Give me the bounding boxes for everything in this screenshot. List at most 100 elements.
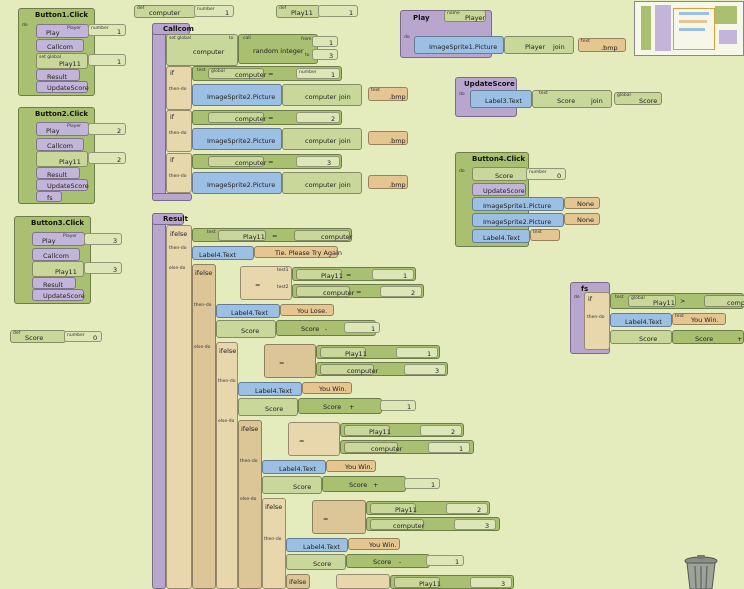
call-result[interactable]: Result — [36, 167, 80, 179]
number-block[interactable]: 1 — [312, 36, 338, 47]
number-block[interactable]: 1 — [344, 322, 380, 333]
global-play11[interactable]: Play11 — [320, 347, 367, 358]
plus-block[interactable]: Score + — [322, 476, 406, 492]
set-global-play11[interactable]: Play11 — [36, 151, 88, 167]
number-block[interactable]: 3 — [84, 233, 122, 245]
set-global-score[interactable]: Score — [610, 330, 672, 344]
join-block[interactable]: computer join — [282, 172, 362, 194]
number-block[interactable]: 3 — [470, 577, 512, 588]
global-computer[interactable]: computer — [294, 230, 352, 241]
workspace-minimap[interactable] — [634, 1, 744, 56]
and-block[interactable]: = — [264, 344, 316, 378]
text-you-win[interactable]: You Win. — [302, 382, 352, 394]
call-play[interactable]: Play Player — [36, 24, 89, 38]
number-block[interactable]: 2 — [296, 112, 340, 123]
arg-name[interactable]: name Player — [444, 10, 486, 22]
set-label4-text[interactable]: Label4.Text — [610, 313, 672, 327]
call-updatescore[interactable]: UpdateScore — [32, 289, 85, 301]
set-label4-text[interactable]: Label4.Text — [216, 304, 280, 318]
call-updatescore[interactable]: UpdateScore — [472, 183, 526, 196]
def-score[interactable]: def Score — [10, 330, 66, 343]
global-play11[interactable]: Play11 — [296, 269, 343, 280]
call-play[interactable]: Play Player — [36, 122, 89, 136]
number-block[interactable]: 2 — [88, 152, 126, 164]
if-block[interactable]: if then-do — [166, 66, 192, 110]
global-play11[interactable]: Play11 — [370, 503, 417, 514]
global-computer[interactable]: computer — [208, 112, 266, 123]
global-play11[interactable]: Play11 — [344, 425, 391, 436]
number-block[interactable]: number 0 — [526, 168, 566, 180]
set-imagesprite2-picture[interactable]: ImageSprite2.Picture — [192, 84, 282, 106]
ifelse-block[interactable]: ifelse then-do else-do — [238, 420, 262, 589]
set-global-score[interactable]: Score — [262, 476, 322, 494]
set-imagesprite1-picture[interactable]: ImageSprite1.Picture — [414, 36, 504, 54]
number-block[interactable]: number 0 — [64, 331, 102, 342]
ifelse-block[interactable]: ifelse then-do else-do — [216, 342, 238, 589]
plus-block[interactable]: Score + — [672, 330, 744, 344]
number-block[interactable]: 1 — [88, 54, 126, 66]
trash-icon[interactable] — [681, 555, 721, 589]
call-updatescore[interactable]: UpdateScore — [36, 179, 89, 191]
text-you-win[interactable]: You Win. — [326, 460, 376, 472]
number-block[interactable]: 1 — [404, 478, 440, 489]
global-play11[interactable]: global Play11 — [628, 295, 676, 307]
if-block[interactable]: if then-do — [166, 110, 192, 152]
join-block[interactable]: text Score join — [532, 90, 612, 108]
global-computer[interactable]: computer — [344, 442, 402, 453]
if-block[interactable]: if then-do — [584, 292, 610, 350]
if-block[interactable]: if then-do — [166, 153, 192, 193]
set-global-play11[interactable]: set global Play11 — [36, 53, 88, 69]
result-procedure[interactable] — [152, 213, 166, 589]
global-computer[interactable]: global computer — [208, 68, 266, 79]
number-block[interactable]: 2 — [420, 425, 462, 436]
set-label4-text[interactable]: Label4.Text — [262, 460, 326, 474]
set-label4-text[interactable]: Label4.Text — [192, 246, 254, 260]
global-computer[interactable]: computer — [296, 286, 354, 297]
set-global-score[interactable]: Score — [472, 167, 528, 181]
global-play11[interactable]: Play11 — [218, 230, 266, 241]
set-label4-text[interactable]: Label4.Text — [286, 538, 348, 552]
number-block[interactable]: 2 — [446, 503, 488, 514]
number-block[interactable]: 3 — [84, 262, 122, 274]
text-bmp[interactable]: .bmp — [368, 175, 408, 189]
callcom-procedure[interactable] — [152, 23, 166, 201]
number-block[interactable]: number 1 — [194, 5, 234, 17]
number-block[interactable]: number 1 — [88, 24, 126, 36]
call-fs[interactable]: fs — [36, 191, 62, 202]
and-block[interactable] — [336, 574, 390, 589]
call-result[interactable]: Result — [32, 277, 76, 289]
text-tie[interactable]: Tie. Please Try Again — [254, 246, 342, 258]
text-you-win[interactable]: text You Win. — [672, 313, 726, 325]
ifelse-block[interactable]: ifelse then-do else-do — [166, 225, 192, 589]
set-label4-text[interactable]: Label4.Text — [472, 229, 530, 243]
global-score[interactable]: global Score — [614, 92, 662, 105]
global-play11[interactable]: Play11 — [394, 577, 441, 588]
text-bmp[interactable]: text .bmp — [578, 38, 626, 52]
plus-block[interactable]: Score + — [298, 398, 382, 414]
text-empty[interactable]: text — [530, 229, 560, 241]
text-you-lose[interactable]: You Lose. — [280, 304, 334, 316]
global-computer[interactable]: computer — [370, 519, 424, 530]
global-computer[interactable]: computer — [320, 364, 378, 375]
number-block[interactable]: 2 — [380, 286, 422, 297]
and-block[interactable]: = — [312, 500, 366, 534]
number-block[interactable]: number 1 — [296, 68, 340, 79]
call-callcom[interactable]: Callcom — [36, 138, 84, 151]
text-you-win[interactable]: You Win. — [348, 538, 400, 550]
callcom-bottom[interactable] — [152, 193, 192, 201]
number-block[interactable]: 3 — [296, 156, 340, 167]
number-block[interactable]: 1 — [428, 442, 470, 453]
set-imagesprite1-picture[interactable]: ImageSprite1.Picture — [472, 197, 564, 211]
set-global-score[interactable]: Score — [238, 398, 298, 416]
and-block[interactable]: = — [288, 422, 340, 456]
text-bmp[interactable]: .bmp — [368, 131, 408, 145]
result-header[interactable]: Result — [152, 213, 188, 225]
number-block[interactable]: 1 — [396, 347, 438, 358]
global-computer[interactable]: computer — [208, 156, 266, 167]
set-global-score[interactable]: Score — [216, 320, 276, 338]
call-updatescore[interactable]: UpdateScore — [36, 81, 89, 93]
number-block[interactable]: 1 — [318, 5, 358, 17]
join-block[interactable]: computer join — [282, 128, 362, 150]
number-block[interactable]: 1 — [426, 555, 464, 566]
